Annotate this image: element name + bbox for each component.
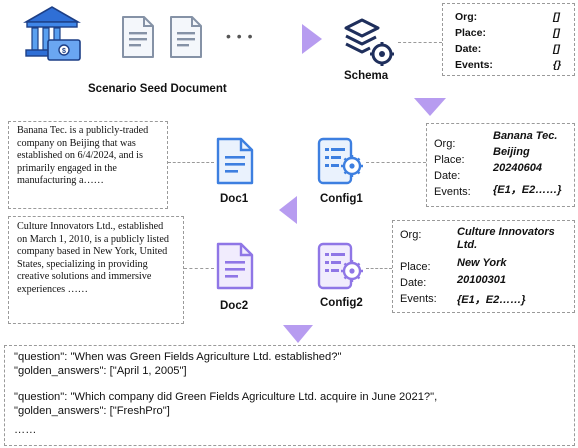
config1-box: Org: Banana Tec. Place: Beijing Date: 20… xyxy=(426,123,575,207)
doc2-caption: Doc2 xyxy=(220,300,249,312)
qa-ellipsis: …… xyxy=(14,424,37,436)
document-icon xyxy=(216,242,254,290)
config-icon xyxy=(317,242,363,290)
qa-question: "question": "When was Green Fields Agric… xyxy=(14,351,342,363)
schema-icon xyxy=(344,18,394,66)
doc2-text-box: Culture Innovators Ltd., established on … xyxy=(8,216,184,324)
connector-line xyxy=(168,162,214,163)
document-icon xyxy=(122,16,154,58)
doc1-text-box: Banana Tec. is a publicly-traded company… xyxy=(8,121,168,209)
arrow-left xyxy=(279,196,297,224)
config2-caption: Config2 xyxy=(320,297,363,309)
schema-key: Org: xyxy=(455,11,478,23)
ellipsis: • • • xyxy=(226,28,254,44)
document-icon xyxy=(216,137,254,185)
config-value: {E1，E2……} xyxy=(493,184,562,196)
config-value: New York xyxy=(457,257,507,269)
bank-icon: $ xyxy=(23,6,81,61)
qa-box: "question": "When was Green Fields Agric… xyxy=(4,345,575,446)
config-key: Org: xyxy=(400,229,422,241)
config1-caption: Config1 xyxy=(320,193,363,205)
config-key: Date: xyxy=(400,277,427,289)
config-value: Beijing xyxy=(493,146,530,158)
arrow-down xyxy=(283,325,313,343)
schema-caption: Schema xyxy=(344,70,389,82)
config-value: 20240604 xyxy=(493,162,542,174)
config-key: Place: xyxy=(400,261,431,273)
document-icon xyxy=(170,16,202,58)
svg-text:$: $ xyxy=(62,48,66,55)
schema-value: {} xyxy=(553,59,562,71)
qa-answer: "golden_answers": ["April 1, 2005"] xyxy=(14,365,187,377)
connector-line xyxy=(184,268,214,269)
qa-answer: "golden_answers": ["FreshPro"] xyxy=(14,405,170,417)
connector-line xyxy=(366,268,392,269)
schema-value: [] xyxy=(553,27,560,39)
config-value: Culture Innovators Ltd. xyxy=(457,226,555,251)
config-key: Place: xyxy=(434,154,465,166)
schema-key: Date: xyxy=(455,43,482,55)
schema-key: Place: xyxy=(455,27,486,39)
schema-value: [] xyxy=(553,43,560,55)
schema-box: Org: [] Place: [] Date: [] Events: {} xyxy=(442,3,575,76)
seed-caption: Scenario Seed Document xyxy=(88,83,227,95)
config-key: Events: xyxy=(400,293,437,305)
config-key: Date: xyxy=(434,170,461,182)
qa-question: "question": "Which company did Green Fie… xyxy=(14,391,438,403)
config2-box: Org: Culture Innovators Ltd. Place: New … xyxy=(392,220,575,313)
config-icon xyxy=(317,137,363,185)
config-value: Banana Tec. xyxy=(493,130,558,142)
arrow-right xyxy=(302,24,322,54)
config-value: 20100301 xyxy=(457,274,506,286)
schema-key: Events: xyxy=(455,59,493,71)
schema-value: [] xyxy=(553,11,560,23)
doc1-caption: Doc1 xyxy=(220,193,249,205)
config-key: Events: xyxy=(434,186,471,198)
arrow-down xyxy=(414,98,446,116)
config-value: {E1，E2……} xyxy=(457,294,526,306)
connector-line xyxy=(398,42,442,43)
connector-line xyxy=(366,162,426,163)
config-key: Org: xyxy=(434,138,456,150)
